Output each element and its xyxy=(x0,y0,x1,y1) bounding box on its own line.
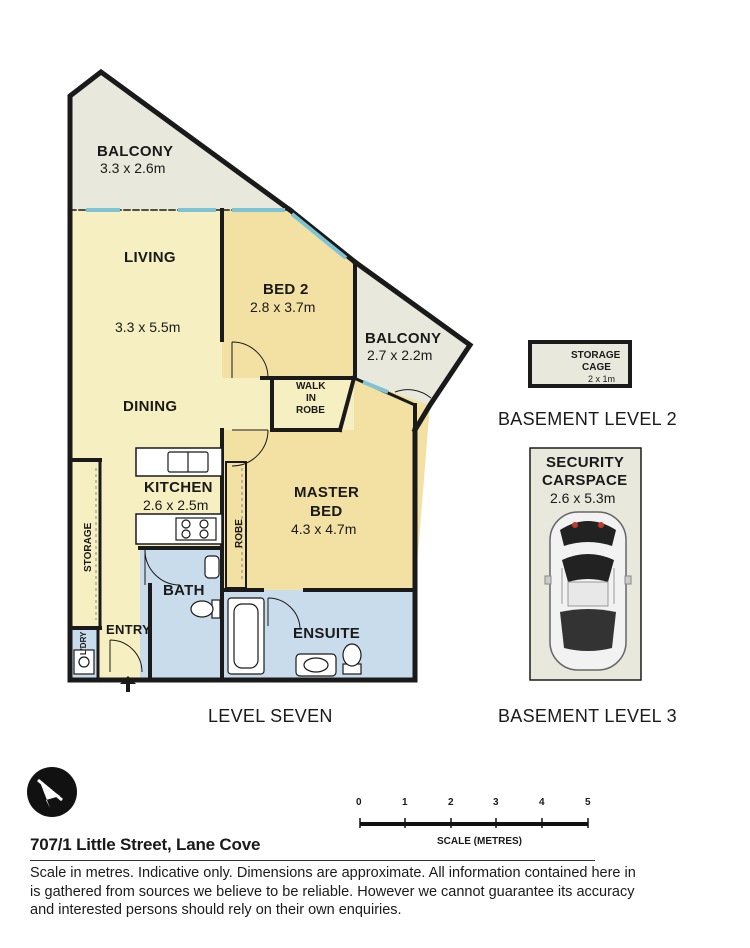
walk-in-robe-line3: ROBE xyxy=(296,405,325,416)
bed-2-dims: 2.8 x 3.7m xyxy=(250,299,315,315)
bed-2-area xyxy=(222,210,355,378)
level-seven-label: LEVEL SEVEN xyxy=(208,706,333,726)
fixtures xyxy=(73,451,362,677)
master-bed-label-2: BED xyxy=(310,503,343,520)
entry-label: ENTRY xyxy=(106,622,151,637)
bed-2-label: BED 2 xyxy=(263,281,309,298)
kitchen-label: KITCHEN xyxy=(144,479,213,496)
dining-label: DINING xyxy=(123,398,177,415)
scale-tick-0: 0 xyxy=(356,797,362,808)
storage-cage-line1: STORAGE xyxy=(571,350,621,361)
balcony-1-dims: 3.3 x 2.6m xyxy=(100,160,165,176)
living-dims: 3.3 x 5.5m xyxy=(115,319,180,335)
property-address: 707/1 Little Street, Lane Cove xyxy=(30,835,261,854)
master-bed-dims: 4.3 x 4.7m xyxy=(291,521,356,537)
storage-label: STORAGE xyxy=(83,522,94,572)
laundry-label: L'DRY xyxy=(79,631,88,655)
windows xyxy=(86,208,389,394)
storage-cage-dims: 2 x 1m xyxy=(588,374,615,384)
kitchen-dims: 2.6 x 2.5m xyxy=(143,497,208,513)
scale-tick-1: 1 xyxy=(402,797,408,808)
scale-tick-3: 3 xyxy=(493,797,499,808)
disclaimer-text: Scale in metres. Indicative only. Dimens… xyxy=(30,865,636,918)
basement-3-label: BASEMENT LEVEL 3 xyxy=(498,706,677,726)
bath-label: BATH xyxy=(163,582,205,599)
robe-label: ROBE xyxy=(234,519,245,548)
balcony-2-area xyxy=(355,262,470,405)
scale-tick-4: 4 xyxy=(539,797,545,808)
ensuite-label: ENSUITE xyxy=(293,625,360,642)
entry-arrow-icon xyxy=(120,676,136,692)
carspace-line2: CARSPACE xyxy=(542,472,627,489)
storage-shelves xyxy=(95,468,243,620)
carspace-dims: 2.6 x 5.3m xyxy=(550,490,615,506)
scale-tick-5: 5 xyxy=(585,797,591,808)
master-bed-label-1: MASTER xyxy=(294,484,359,501)
balcony-2-dims: 2.7 x 2.2m xyxy=(367,347,432,363)
car-icon xyxy=(544,511,632,671)
balcony-2-label: BALCONY xyxy=(365,330,441,347)
carspace-line1: SECURITY xyxy=(546,454,624,471)
scale-tick-2: 2 xyxy=(448,797,454,808)
balcony-1-label: BALCONY xyxy=(97,143,173,160)
living-label: LIVING xyxy=(124,249,176,266)
divider xyxy=(30,860,595,861)
scale-label: SCALE (METRES) xyxy=(437,836,522,847)
scale-bar: 0 1 2 3 4 5 SCALE (METRES) xyxy=(356,797,591,847)
walk-in-robe-line2: IN xyxy=(306,393,316,404)
storage-cage-line2: CAGE xyxy=(582,362,611,373)
walk-in-robe-line1: WALK xyxy=(296,381,326,392)
compass-arrow-icon xyxy=(27,767,77,817)
basement-2-label: BASEMENT LEVEL 2 xyxy=(498,409,677,429)
balcony-1-area xyxy=(70,72,290,210)
storage-cage: STORAGE CAGE 2 x 1m xyxy=(528,340,632,388)
